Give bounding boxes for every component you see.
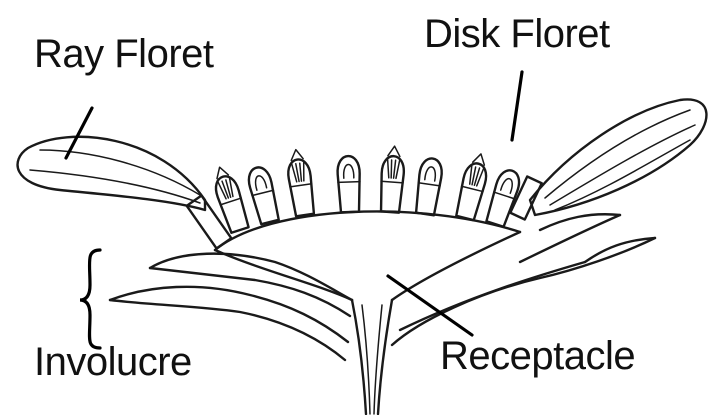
involucre-label: Involucre xyxy=(34,342,192,382)
disk-floret xyxy=(337,156,361,213)
ray-floret-label: Ray Floret xyxy=(34,34,214,74)
disk-floret xyxy=(209,164,250,234)
disk-floret xyxy=(379,145,406,212)
involucre-bracts-right xyxy=(392,214,655,345)
involucre-brace xyxy=(80,250,100,348)
disk-floret xyxy=(285,148,316,216)
disk-floret-pointer xyxy=(512,72,522,140)
ray-floret-pointer xyxy=(66,108,92,158)
ray-floret-left xyxy=(18,137,232,249)
stem xyxy=(352,300,392,414)
disk-floret xyxy=(414,157,444,216)
disk-floret-label: Disk Floret xyxy=(424,14,610,54)
ray-floret-right xyxy=(510,99,706,219)
disk-floret xyxy=(454,151,491,220)
disk-floret xyxy=(246,165,281,225)
receptacle-label: Receptacle xyxy=(440,336,635,376)
